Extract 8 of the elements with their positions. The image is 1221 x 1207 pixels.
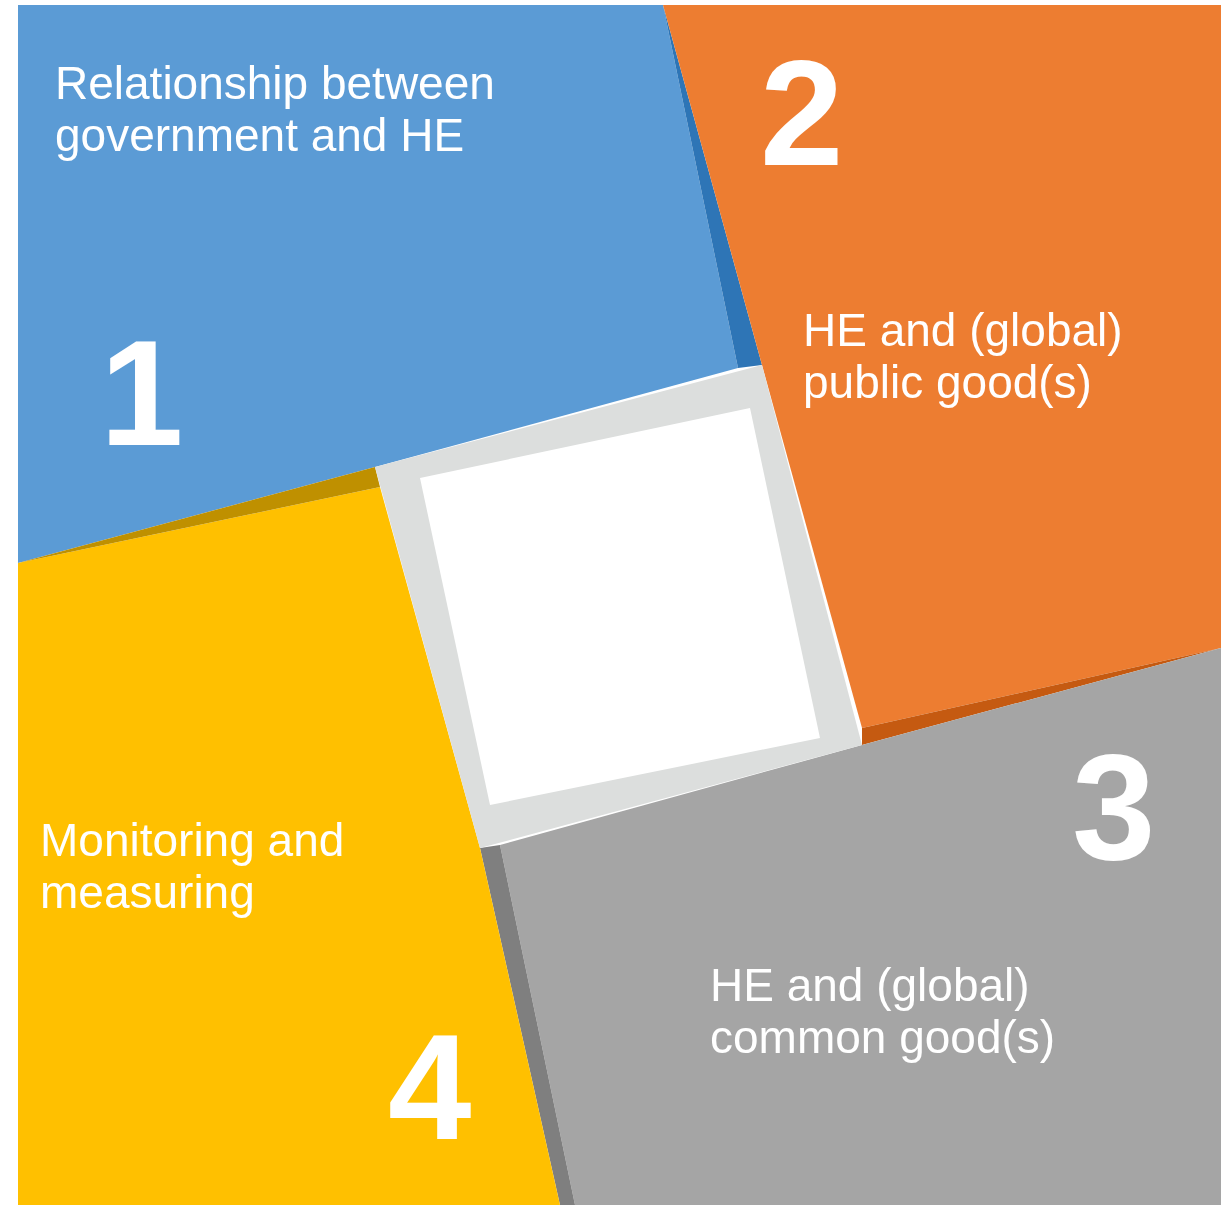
quadrant-number: 2 bbox=[760, 38, 844, 188]
quadrant-number: 1 bbox=[100, 318, 184, 468]
quadrant-title: Relationship between government and HE bbox=[55, 58, 496, 162]
quadrant-number: 4 bbox=[388, 1012, 472, 1162]
quadrant-title: HE and (global) public good(s) bbox=[803, 305, 1124, 409]
quadrant-title: Monitoring and measuring bbox=[40, 815, 346, 919]
quadrant-number: 3 bbox=[1072, 732, 1156, 882]
quadrant-title: HE and (global) common good(s) bbox=[710, 960, 1057, 1064]
